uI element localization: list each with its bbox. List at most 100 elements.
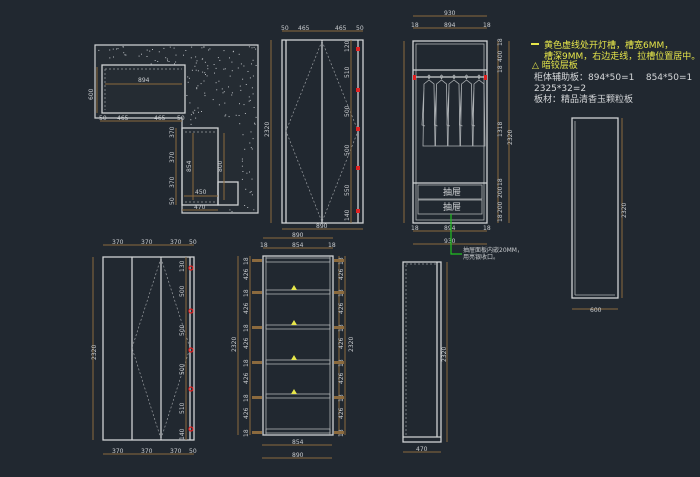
texture-dot [225, 114, 227, 116]
texture-dot [190, 119, 192, 121]
texture-dot [187, 76, 189, 78]
dim-label: 18 [328, 242, 336, 249]
texture-dot [150, 63, 152, 65]
texture-dot [216, 89, 218, 91]
texture-dot [117, 48, 119, 50]
dim-label: 890 [292, 232, 304, 239]
countertop-texture [94, 44, 259, 214]
coat-icon [459, 74, 473, 147]
plan-cabinet-1 [101, 64, 186, 114]
texture-dot [194, 109, 196, 111]
dim-label: 370 [170, 448, 182, 455]
dim-label: 2320 [231, 337, 238, 352]
dim-label: 510 [344, 66, 351, 78]
texture-dot [203, 46, 205, 48]
texture-dot [213, 64, 215, 65]
texture-dot [195, 62, 197, 64]
texture-dot [231, 94, 233, 96]
dim-label: 500 [179, 285, 186, 297]
shelves [265, 257, 331, 434]
texture-dot [163, 47, 165, 49]
dim-label: 930 [444, 238, 456, 245]
dim-label: 18 [243, 359, 250, 367]
texture-dot [197, 107, 199, 109]
texture-dot [185, 50, 187, 51]
dim-label: 500 [344, 144, 351, 156]
texture-dot [197, 85, 199, 87]
dim-label: 18 [483, 225, 491, 232]
texture-dot [252, 59, 254, 61]
texture-dot [196, 88, 198, 90]
dim-label: 894 [138, 77, 150, 84]
texture-dot [244, 148, 246, 150]
texture-dot [223, 50, 225, 52]
texture-dot [217, 57, 219, 59]
texture-dot [248, 46, 250, 48]
texture-dot [198, 111, 199, 113]
texture-dot [253, 209, 255, 211]
drawer-label: 抽屉 [443, 186, 461, 198]
texture-dot [218, 80, 220, 82]
dim-label: 370 [169, 126, 176, 138]
dim-label: 470 [194, 204, 206, 211]
texture-dot [202, 58, 204, 60]
shelf-tab [252, 396, 262, 399]
coats-illustration [421, 74, 486, 147]
texture-dot [231, 92, 233, 94]
dim-label: 600 [88, 88, 95, 100]
texture-dot [249, 77, 251, 79]
dim-label: 426 [338, 302, 345, 314]
texture-dot [186, 95, 188, 96]
texture-dot [192, 111, 194, 113]
texture-dot [209, 48, 211, 50]
texture-dot [204, 92, 206, 94]
texture-dot [169, 46, 171, 48]
dim-label: 465 [117, 115, 129, 122]
texture-dot [201, 111, 202, 112]
texture-dot [188, 77, 190, 79]
texture-dot [254, 123, 256, 125]
texture-dot [202, 71, 204, 73]
texture-dot [251, 63, 252, 65]
dim-label: 50 [189, 448, 197, 455]
dim-label: 465 [298, 25, 310, 32]
dim-label: 470 [416, 446, 428, 453]
texture-dot [195, 117, 197, 119]
shelf-board [265, 428, 331, 434]
texture-dot [237, 67, 239, 69]
texture-dot [251, 194, 253, 196]
texture-dot [239, 123, 241, 125]
dim-label: 2320 [441, 347, 448, 362]
texture-dot [215, 67, 217, 69]
dim-label: 800 [217, 160, 224, 172]
dim-label: 370 [141, 448, 153, 455]
texture-dot [112, 48, 114, 50]
hinge-marker [188, 347, 194, 353]
dim-label: 370 [141, 239, 153, 246]
texture-dot [146, 49, 148, 51]
texture-dot [207, 65, 209, 67]
hinge-marker [356, 127, 360, 131]
dim-label: 500 [344, 105, 351, 117]
texture-dot [167, 60, 168, 62]
texture-dot [229, 57, 230, 59]
dim-label: 18 [243, 289, 250, 297]
texture-dot [206, 75, 208, 77]
texture-dot [243, 104, 245, 106]
dim-label: 426 [338, 372, 345, 384]
texture-dot [219, 59, 221, 61]
dim-label: 1318 [497, 122, 504, 137]
texture-dot [231, 70, 233, 72]
texture-dot [168, 61, 170, 62]
texture-dot [109, 57, 111, 59]
texture-dot [205, 74, 206, 75]
texture-dot [141, 53, 142, 55]
texture-dot [228, 86, 229, 88]
dim-label: 18 [497, 65, 504, 73]
hinge-marker [356, 209, 360, 213]
dim-label: 500 [179, 363, 186, 375]
texture-dot [190, 123, 192, 125]
